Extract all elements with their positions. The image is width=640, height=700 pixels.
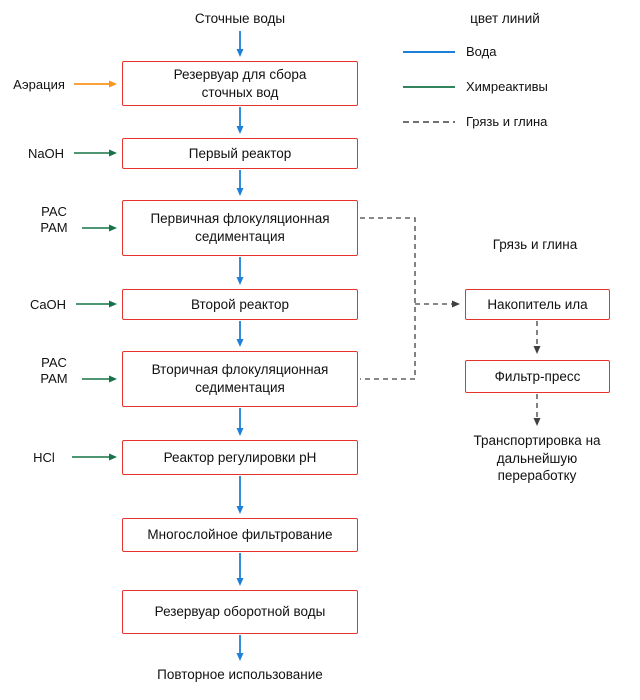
flow-box-multilayer-filtration: Многослойное фильтрование: [122, 518, 358, 552]
flow-box-secondary-flocculation: Вторичная флокуляционная седиментация: [122, 351, 358, 407]
legend-item-sludge: Грязь и глина: [466, 114, 548, 129]
input-label-pac-pam-2: PAC PAM: [40, 355, 68, 387]
sludge-branch-label: Грязь и глина: [492, 237, 578, 252]
legend-title: цвет линий: [470, 11, 540, 26]
source-label: Сточные воды: [194, 11, 286, 26]
legend-item-chemicals: Химреактивы: [466, 79, 548, 94]
input-label-hcl: HCl: [33, 450, 55, 465]
legend-line-samples: [403, 51, 455, 123]
input-label-pac-pam-1: PAC PAM: [40, 204, 68, 236]
sludge-box-filter-press: Фильтр-пресс: [465, 360, 610, 393]
flow-box-second-reactor: Второй реактор: [122, 289, 358, 320]
sink-label: Повторное использование: [157, 667, 323, 682]
flow-box-collection-reservoir: Резервуар для сбора сточных вод: [122, 61, 358, 106]
input-label-caoh: CaOH: [29, 297, 67, 312]
chemical-arrows: [72, 149, 117, 461]
flow-box-ph-reactor: Реактор регулировки pH: [122, 440, 358, 475]
legend-item-water: Вода: [466, 44, 497, 59]
input-label-aeration: Аэрация: [13, 77, 65, 92]
sludge-box-accumulator: Накопитель ила: [465, 289, 610, 320]
flow-box-first-reactor: Первый реактор: [122, 138, 358, 169]
flow-box-recycled-water-reservoir: Резервуар оборотной воды: [122, 590, 358, 634]
sludge-output-label: Транспортировка на дальнейшую переработк…: [473, 433, 601, 484]
input-label-naoh: NaOH: [27, 146, 65, 161]
flow-box-primary-flocculation: Первичная флокуляционная седиментация: [122, 200, 358, 256]
